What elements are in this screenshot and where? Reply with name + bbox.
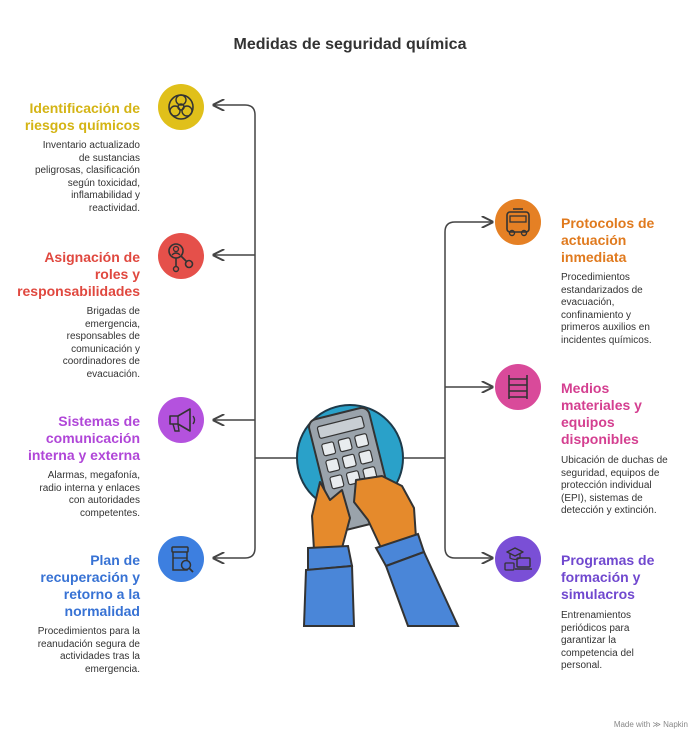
graduation-computer-icon — [495, 536, 541, 582]
napkin-footer: Made with ≫ Napkin — [613, 720, 688, 729]
ambulance-icon — [495, 199, 541, 245]
person-network-icon — [158, 233, 204, 279]
biohazard-icon — [158, 84, 204, 130]
item-desc-sistemas: Alarmas, megafonía,radio interna y enlac… — [39, 470, 140, 519]
container-search-icon — [158, 536, 204, 582]
hands-calculator-icon — [296, 404, 460, 627]
megaphone-icon — [158, 397, 204, 443]
diagram-title: Medidas de seguridad química — [233, 36, 467, 53]
shelving-icon — [495, 364, 541, 410]
